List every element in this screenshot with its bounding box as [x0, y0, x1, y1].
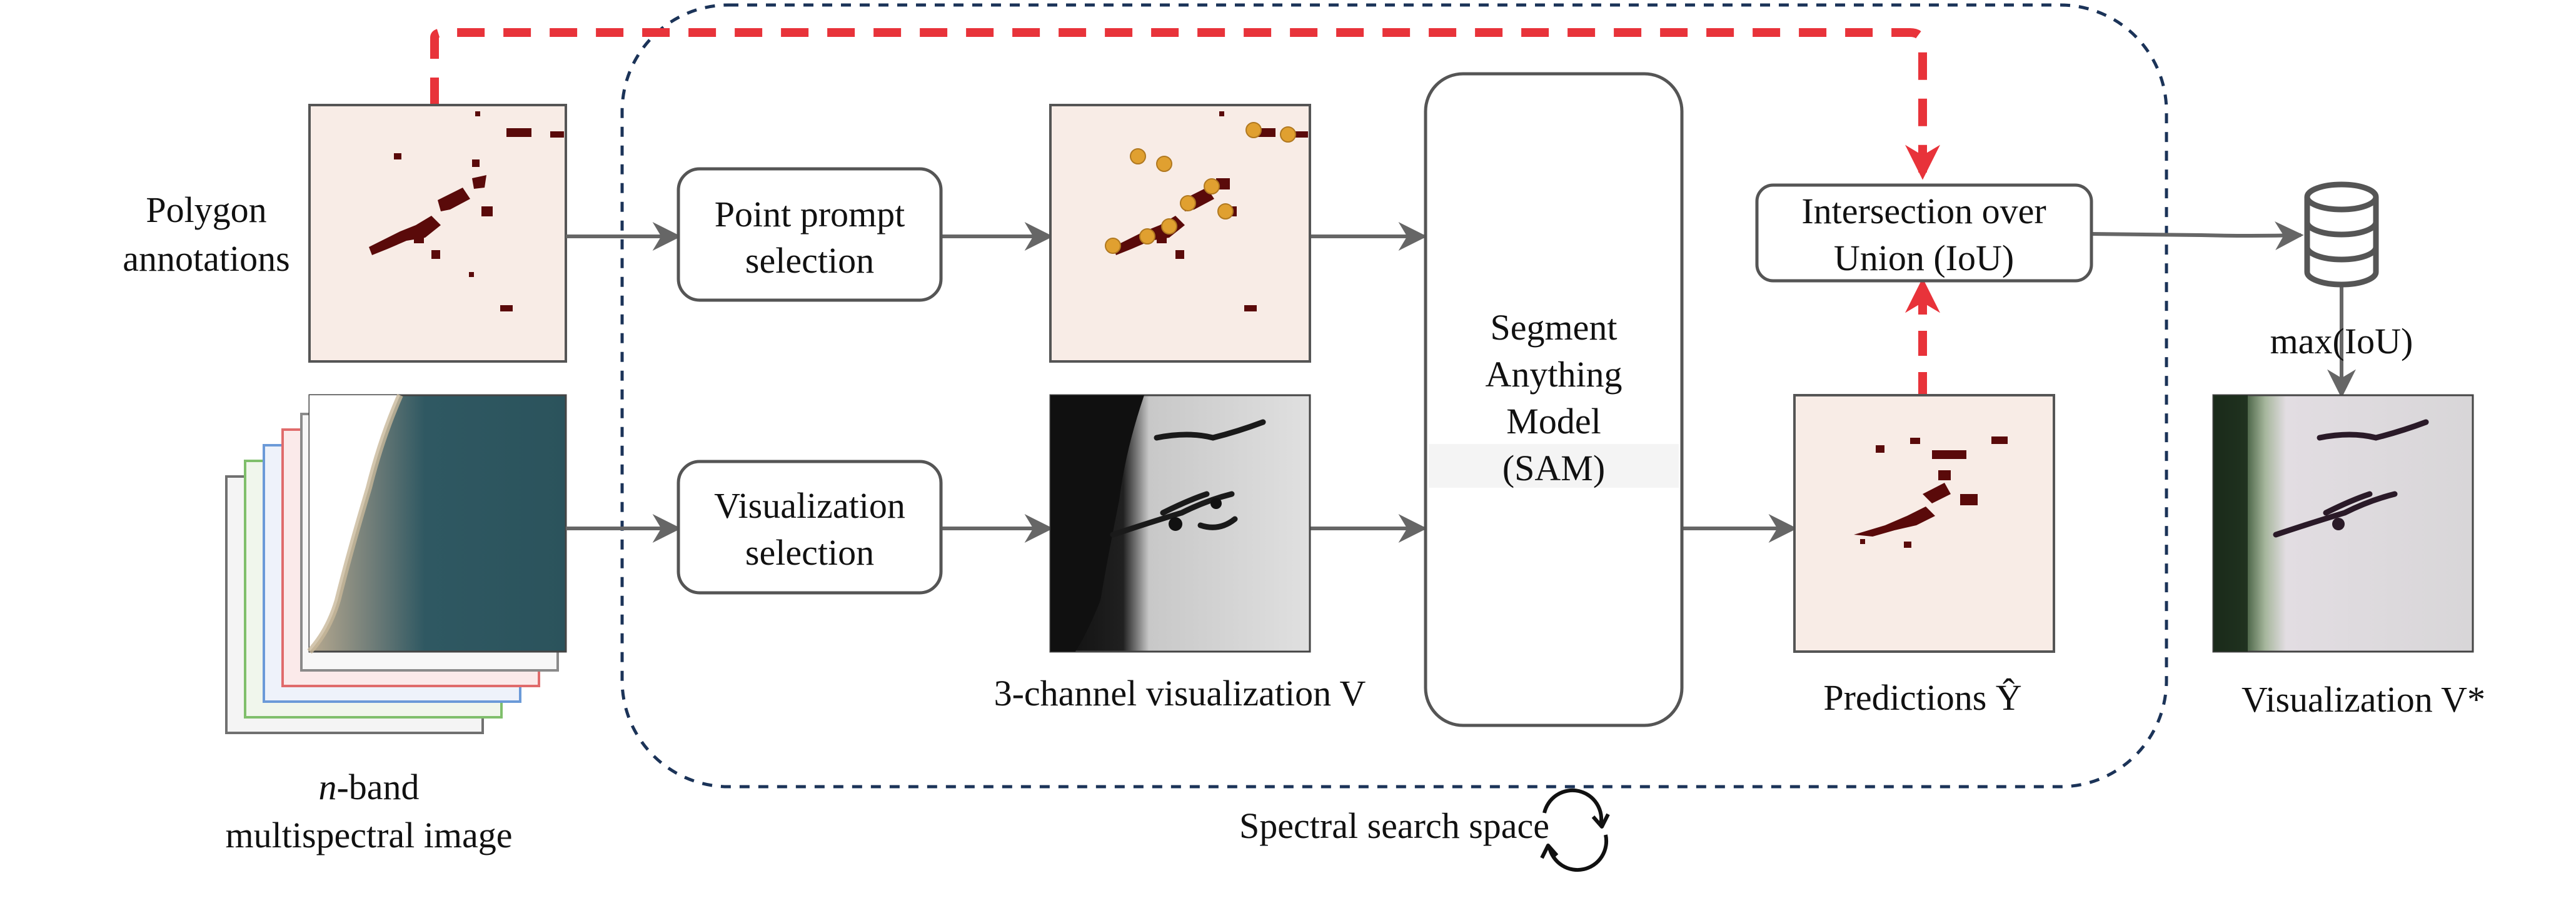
iou-label-line1: Intersection over	[1801, 191, 2046, 231]
prompt-point	[1217, 203, 1234, 219]
prompt-point	[1204, 178, 1220, 194]
visualization-selection-box: Visualization selection	[677, 460, 943, 595]
point-prompt-label-line1: Point prompt	[715, 194, 905, 235]
multispectral-label-italic: n	[318, 767, 336, 807]
iou-box: Intersection over Union (IoU)	[1755, 183, 2093, 283]
multispectral-label-line2: multispectral image	[225, 815, 512, 855]
max-iou-label: max(IoU)	[2270, 321, 2413, 361]
sam-model-box: Segment Anything Model (SAM)	[1424, 72, 1684, 727]
polygon-annotations-label-line1: Polygon	[146, 189, 266, 230]
visualization-label-line2: selection	[745, 532, 874, 573]
point-prompt-selection-box: Point prompt selection	[677, 167, 943, 302]
sam-label-line3: Model	[1506, 401, 1601, 441]
sam-label-line2: Anything	[1485, 354, 1622, 395]
prompt-point	[1245, 122, 1262, 138]
prompt-point	[1280, 126, 1296, 143]
iou-label-line2: Union (IoU)	[1834, 238, 2014, 278]
prompt-point	[1105, 238, 1121, 254]
best-visualization-image	[2212, 394, 2474, 653]
prompt-point	[1139, 228, 1155, 245]
multispectral-band-stack	[225, 393, 567, 734]
prompt-point	[1161, 218, 1177, 235]
three-channel-visualization-image	[1049, 394, 1311, 653]
point-prompt-label-line2: selection	[745, 240, 874, 281]
multispectral-label-line1: n-band	[318, 767, 419, 807]
cycle-icon	[1540, 788, 1610, 872]
annotation-to-iou-dashed-arrow	[430, 28, 1940, 180]
point-prompts-image	[1049, 104, 1311, 363]
sam-label-line1: Segment	[1491, 307, 1618, 348]
prompt-point	[1180, 195, 1196, 211]
arrow-iou-to-database	[2091, 221, 2304, 251]
polygon-annotations-label-line2: annotations	[123, 238, 289, 279]
database-icon	[2304, 181, 2379, 288]
multispectral-label-rest: -band	[336, 767, 419, 807]
polygon-annotations-image	[308, 104, 567, 363]
visualization-label-line1: Visualization	[714, 485, 905, 526]
three-channel-caption: 3-channel visualization V	[994, 673, 1366, 714]
spectral-search-space-border	[620, 3, 2168, 789]
sam-label-line4: (SAM)	[1502, 448, 1605, 488]
predictions-image	[1793, 394, 2055, 653]
best-visualization-caption: Visualization V*	[2241, 679, 2485, 720]
predictions-caption: Predictions Ŷ	[1823, 677, 2021, 718]
spectral-search-space-label: Spectral search space	[1239, 805, 1549, 846]
prompt-point	[1156, 156, 1172, 172]
prompt-point	[1130, 148, 1146, 164]
